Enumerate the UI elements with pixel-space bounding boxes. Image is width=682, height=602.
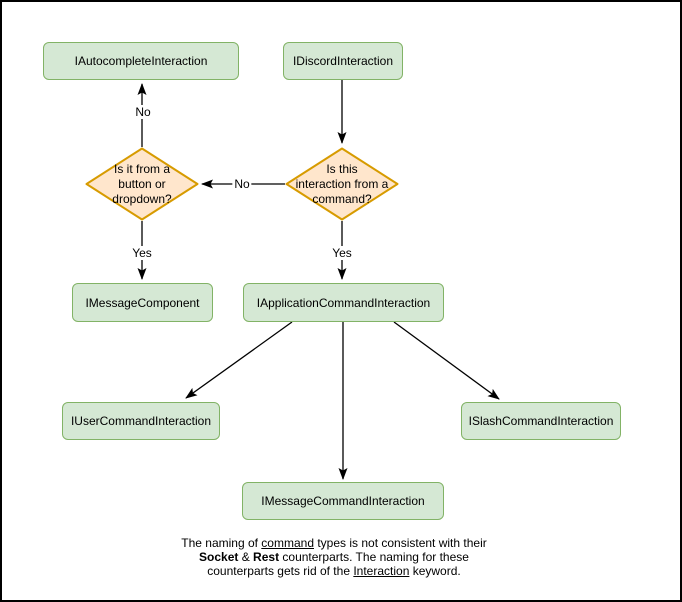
decision-label: Is it from a button or dropdown? [112, 161, 172, 206]
node-iusercommandinteraction: IUserCommandInteraction [62, 402, 220, 440]
edge-label-yes-right: Yes [330, 246, 354, 260]
node-label: IDiscordInteraction [292, 54, 394, 68]
caption: The naming of command types is not consi… [181, 536, 486, 578]
node-label: IUserCommandInteraction [70, 414, 212, 428]
edge-to-user-command [185, 321, 293, 399]
node-label: IMessageComponent [85, 295, 200, 310]
caption-line-2: Socket & Rest counterparts. The naming f… [199, 550, 469, 564]
decision-label: Is this interaction from a command? [295, 161, 389, 206]
node-label: IAutocompleteInteraction [74, 54, 208, 68]
node-imessagecommandinteraction: IMessageCommandInteraction [242, 482, 444, 520]
node-iapplicationcommandinteraction: IApplicationCommandInteraction [243, 283, 444, 322]
caption-line-3: counterparts gets rid of the Interaction… [207, 564, 461, 578]
edge-label-no-top: No [133, 105, 153, 119]
edge-label-yes-left: Yes [130, 246, 154, 260]
node-iautocompleteinteraction: IAutocompleteInteraction [43, 42, 239, 80]
edge-label-no-middle: No [232, 177, 252, 191]
edge-to-slash-command [393, 321, 500, 400]
node-label: IMessageCommandInteraction [261, 494, 425, 508]
node-label: IApplicationCommandInteraction [256, 295, 431, 310]
decision-button-or-dropdown: Is it from a button or dropdown? [85, 147, 199, 221]
caption-line-1: The naming of command types is not consi… [181, 536, 487, 550]
node-label: ISlashCommandInteraction [468, 414, 614, 428]
node-islashcommandinteraction: ISlashCommandInteraction [461, 402, 621, 440]
node-idiscordinteraction: IDiscordInteraction [283, 42, 403, 80]
decision-from-command: Is this interaction from a command? [285, 147, 399, 221]
diamond-shape [285, 147, 399, 221]
diamond-shape [85, 147, 199, 221]
node-imessagecomponent: IMessageComponent [72, 283, 213, 322]
